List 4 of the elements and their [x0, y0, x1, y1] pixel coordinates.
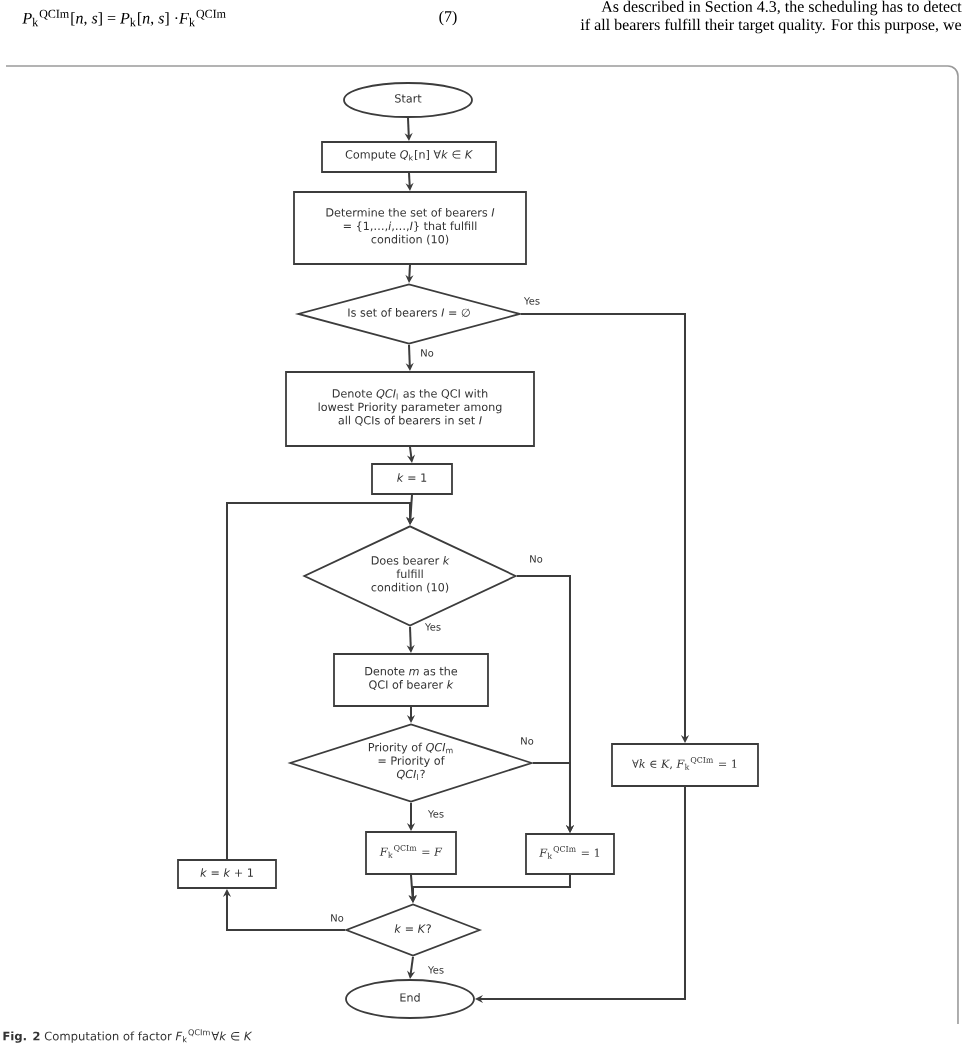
text-line: (7): [439, 10, 457, 26]
arrow: [226, 502, 415, 861]
text-line: As described in Section 4.3, the scheduling has to detect: [601, 0, 962, 16]
text-line: if all bearers fulfill their target quality. For this purpose, we: [580, 18, 962, 34]
